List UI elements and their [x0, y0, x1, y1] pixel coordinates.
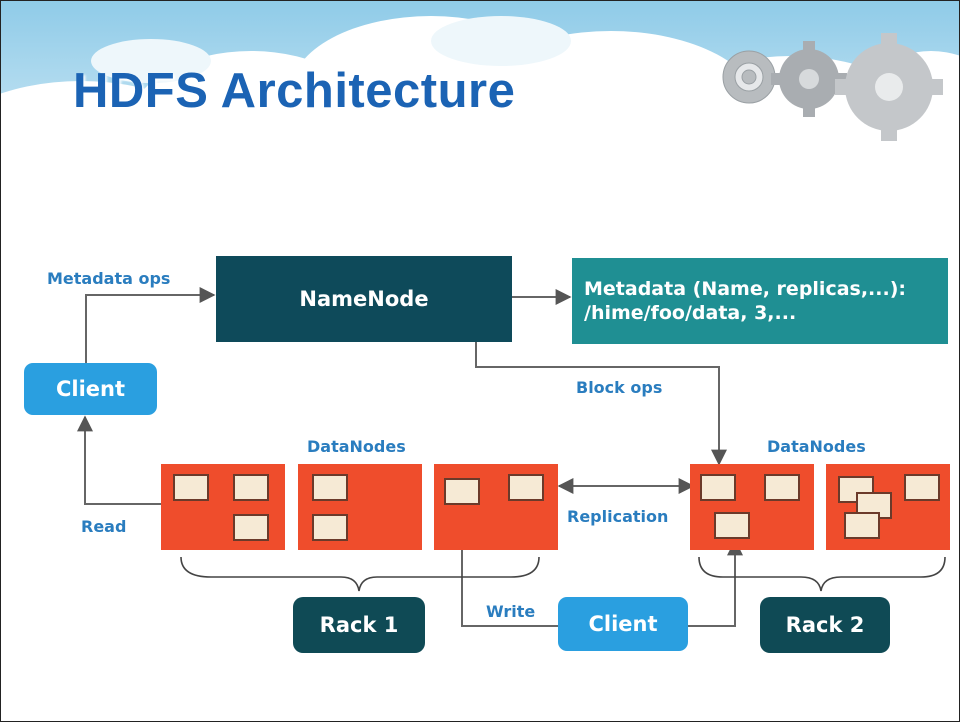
client-bottom-label: Client	[588, 612, 658, 636]
rack-2-label: Rack 2	[785, 613, 865, 637]
data-block	[233, 514, 269, 541]
write-label: Write	[486, 602, 536, 621]
data-block	[233, 474, 269, 501]
datanodes-right-label: DataNodes	[767, 437, 866, 456]
data-block	[312, 514, 348, 541]
replication-label: Replication	[567, 507, 669, 526]
client-bottom-box: Client	[558, 597, 688, 651]
metadata-line-1: Metadata (Name, replicas,...):	[584, 278, 906, 300]
slide-title: HDFS Architecture	[73, 64, 516, 118]
datanodes-left-label: DataNodes	[307, 437, 406, 456]
data-block	[844, 512, 880, 539]
datanode-rack1-a	[161, 464, 285, 550]
data-block	[312, 474, 348, 501]
rack-1-box: Rack 1	[293, 597, 425, 653]
metadata-ops-label: Metadata ops	[47, 269, 171, 288]
datanode-rack2-a	[690, 464, 814, 550]
datanode-rack2-b	[826, 464, 950, 550]
gears-icon	[722, 33, 943, 141]
datanode-rack1-b	[298, 464, 422, 550]
client-left-box: Client	[24, 363, 157, 415]
datanode-rack1-c	[434, 464, 558, 550]
data-block	[714, 512, 750, 539]
read-label: Read	[81, 517, 127, 536]
block-ops-label: Block ops	[576, 378, 663, 397]
data-block	[508, 474, 544, 501]
metadata-box: Metadata (Name, replicas,...): /hime/foo…	[572, 258, 948, 344]
data-block	[700, 474, 736, 501]
rack-1-label: Rack 1	[319, 613, 399, 637]
cloud-banner	[1, 1, 959, 231]
metadata-line-2: /hime/foo/data, 3,...	[584, 302, 797, 324]
rack-2-box: Rack 2	[760, 597, 890, 653]
namenode-box: NameNode	[216, 256, 512, 342]
data-block	[444, 478, 480, 505]
data-block	[173, 474, 209, 501]
data-block	[904, 474, 940, 501]
client-left-label: Client	[55, 377, 126, 401]
namenode-label: NameNode	[299, 287, 429, 311]
data-block	[764, 474, 800, 501]
